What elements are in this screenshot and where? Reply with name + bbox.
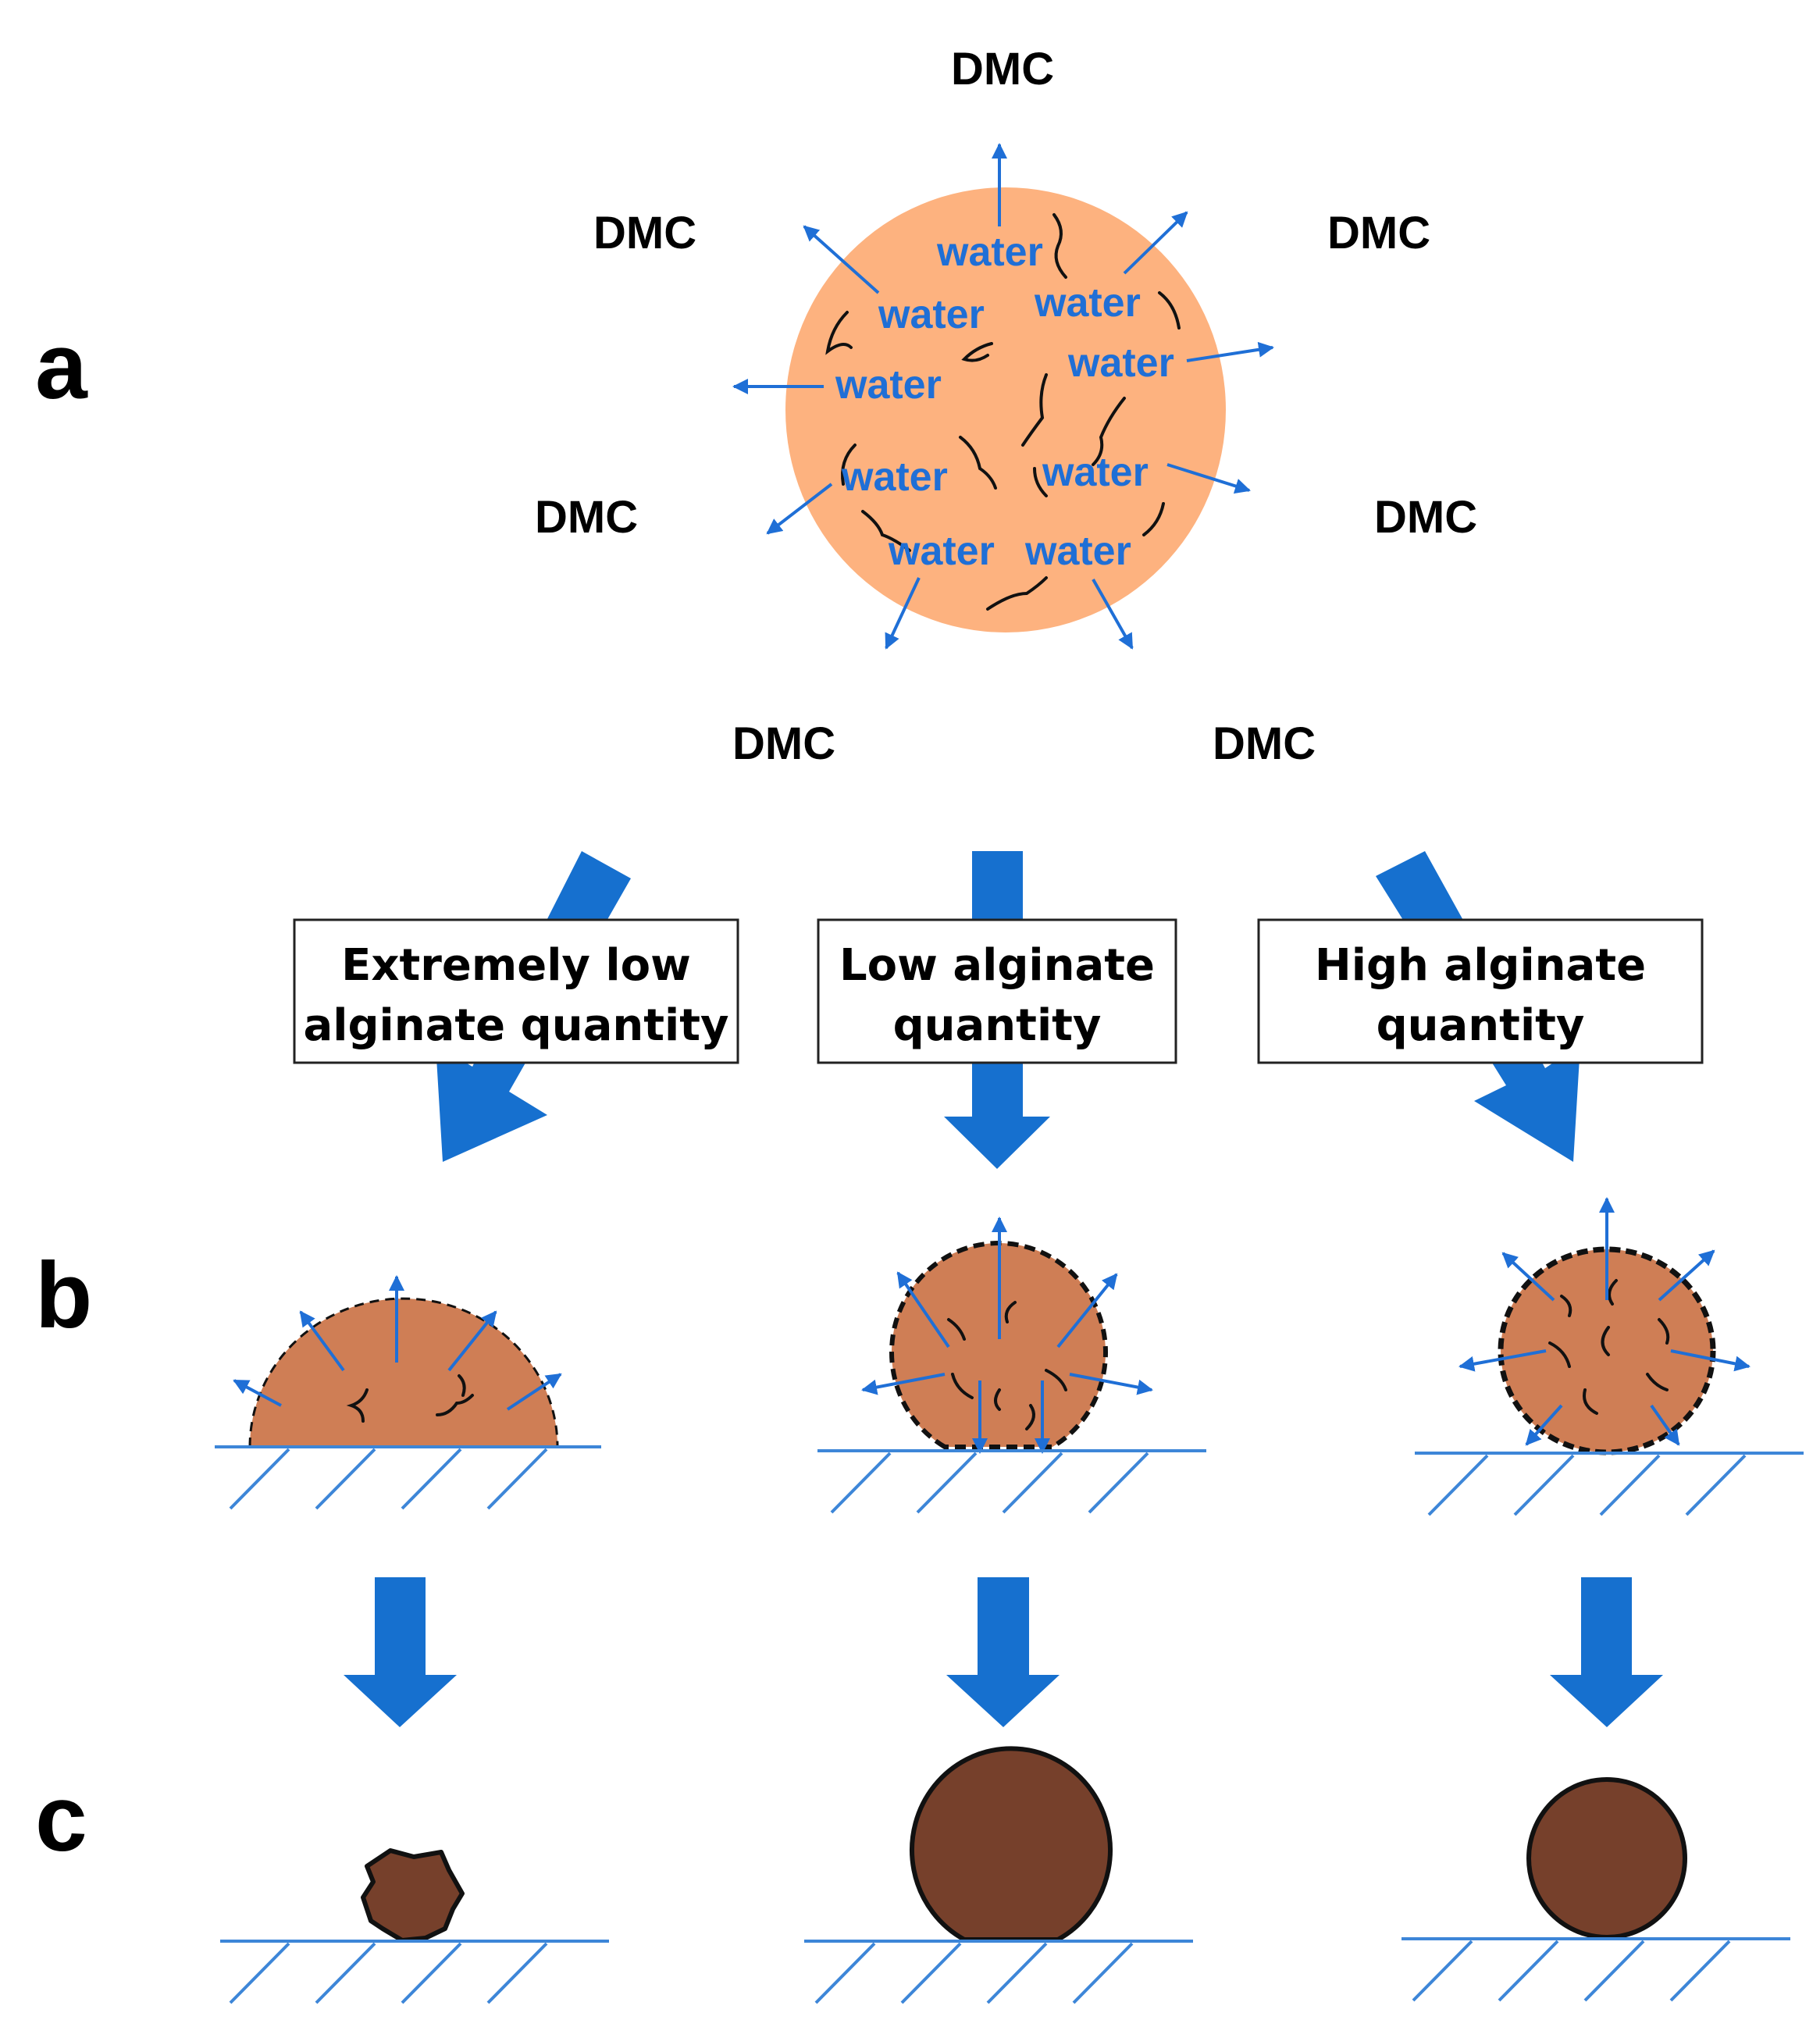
water-label-3: water	[1034, 280, 1141, 326]
condition-low-line2: quantity	[893, 1000, 1102, 1051]
water-diffusion-arrows	[732, 143, 1274, 650]
substrate-b1	[215, 1445, 601, 1510]
panel-label-a: a	[35, 314, 88, 419]
water-label-1: water	[936, 230, 1043, 275]
water-label-2: water	[878, 292, 985, 337]
dmc-label-bottom-right: DMC	[1213, 718, 1316, 769]
arrow-b-to-c-extremely-low	[344, 1577, 457, 1727]
condition-extremely-low-line1: Extremely low	[341, 940, 691, 991]
substrate-c1	[220, 1940, 609, 2004]
aqueous-droplet	[785, 187, 1226, 632]
dmc-label-upper-left: DMC	[593, 208, 696, 258]
substrate-c2	[804, 1940, 1193, 2004]
condition-box-extremely-low: Extremely low alginate quantity	[293, 918, 739, 1064]
bead-high	[1526, 1777, 1687, 1940]
collapsed-particle-extremely-low	[361, 1848, 465, 1943]
dmc-label-left: DMC	[535, 492, 638, 543]
arrow-b-to-c-low	[946, 1577, 1060, 1727]
dmc-label-upper-right: DMC	[1327, 208, 1430, 258]
condition-high-line2: quantity	[1377, 1000, 1585, 1051]
bead-low	[910, 1746, 1113, 1942]
water-label-7: water	[1042, 450, 1149, 495]
dmc-label-bottom-left: DMC	[732, 718, 835, 769]
arrow-b-to-c-high	[1550, 1577, 1663, 1727]
water-label-4: water	[1067, 340, 1174, 386]
gel-dome-extremely-low	[233, 1275, 562, 1448]
substrate-b2	[817, 1449, 1206, 1514]
substrate-c3	[1402, 1937, 1790, 2002]
substrate-b3	[1415, 1452, 1804, 1516]
condition-high-line1: High alginate	[1315, 940, 1646, 991]
water-label-9: water	[1024, 529, 1131, 574]
condition-extremely-low-line2: alginate quantity	[303, 1000, 728, 1051]
panel-label-b: b	[35, 1243, 92, 1348]
panel-label-c: c	[35, 1766, 87, 1871]
water-labels: water water water water water water wate…	[835, 230, 1174, 574]
condition-low-line1: Low alginate	[839, 940, 1155, 991]
process-arrows-b-to-c	[344, 1577, 1663, 1727]
alginate-chains-droplet	[825, 213, 1181, 611]
dmc-label-top: DMC	[951, 44, 1054, 94]
gel-sphere-high	[1458, 1197, 1751, 1455]
condition-box-low: Low alginate quantity	[817, 918, 1177, 1064]
water-label-5: water	[835, 362, 942, 408]
condition-box-high: High alginate quantity	[1257, 918, 1704, 1064]
gel-sphere-low	[861, 1217, 1153, 1454]
dmc-label-right: DMC	[1374, 492, 1477, 543]
water-label-8: water	[888, 529, 995, 574]
solvent-labels: DMC DMC DMC DMC DMC DMC DMC	[535, 44, 1477, 769]
water-label-6: water	[841, 454, 948, 500]
